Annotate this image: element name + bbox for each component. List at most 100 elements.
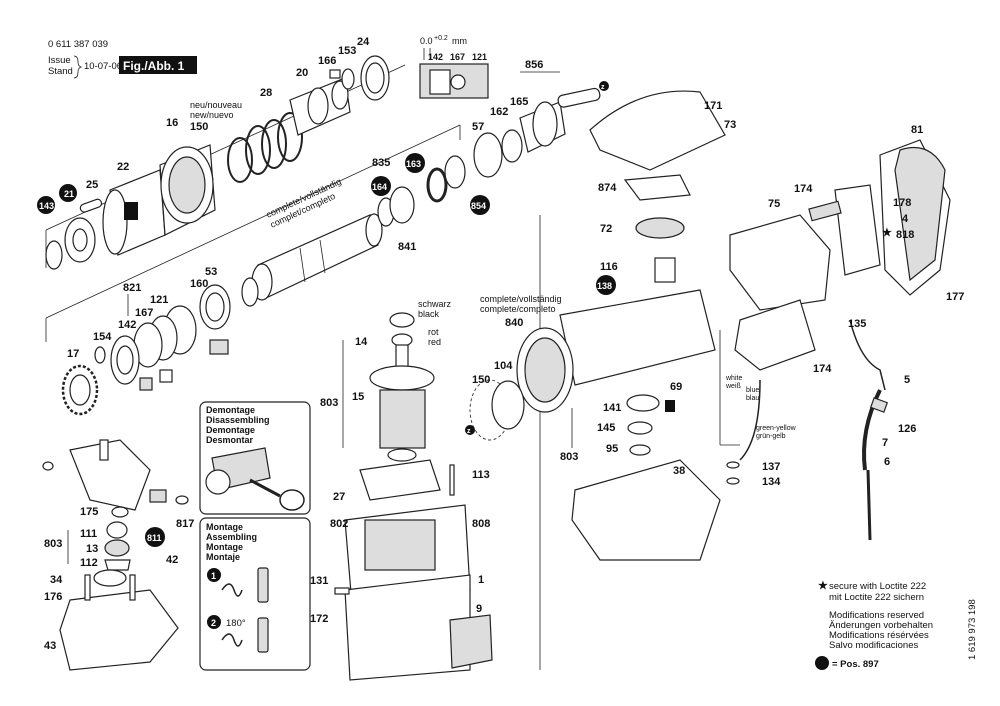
callout-134: 134 [762,476,781,488]
callout-160: 160 [190,278,208,290]
fig-label-box [119,56,197,74]
tolerance-value: 0.0 [420,36,433,46]
callout-172: 172 [310,613,328,625]
z-marker-top: z [601,84,605,91]
label-weiss: weiß [725,383,741,390]
callout-22: 22 [117,161,129,173]
gearbox-parts-left [42,439,189,671]
callout-854: 854 [471,201,486,211]
callouts-bottom-left: 175 111 13 112 803 811 817 42 34 176 43 [44,506,194,652]
callout-143: 143 [39,201,54,211]
tol-part-121: 121 [472,52,487,62]
callout-856: 856 [525,59,543,71]
handle-assembly [719,139,951,541]
callout-81: 81 [911,124,923,136]
tolerance-inset: 0.0 +0.2 mm 142 167 121 [419,35,489,99]
callout-9: 9 [476,603,482,615]
loctite-note-2: mit Loctite 222 sichern [829,592,924,603]
demontage-title-3: Demontage [206,425,255,435]
callout-177: 177 [946,291,964,303]
label-green-yellow: green-yellow [756,425,797,432]
callout-818: 818 [896,229,914,241]
tol-part-142: 142 [428,52,443,62]
callout-4: 4 [902,213,909,225]
callout-113: 113 [472,469,490,481]
demontage-title-2: Disassembling [206,415,270,425]
montage-step-2: 2 [211,618,216,628]
loctite-note-1: secure with Loctite 222 [829,581,926,592]
callout-69: 69 [670,381,682,393]
callout-14: 14 [355,336,368,348]
label-complete-mid-2: complete/completo [480,304,556,314]
callout-808: 808 [472,518,490,530]
callout-171: 171 [704,100,722,112]
callout-6: 6 [884,456,890,468]
callout-138: 138 [597,281,612,291]
callout-167: 167 [135,307,153,319]
callout-874: 874 [598,182,617,194]
callout-95: 95 [606,443,618,455]
callout-116: 116 [600,261,618,273]
gear-housing [469,90,726,561]
callout-135: 135 [848,318,866,330]
callout-174-mid: 174 [813,363,832,375]
demontage-title-1: Demontage [206,405,255,415]
callout-164: 164 [372,182,387,192]
doc-number: 1 619 973 198 [967,599,978,660]
callout-150-mid: 150 [472,374,490,386]
tolerance-sup: +0.2 [434,35,448,42]
callout-174-top: 174 [794,183,813,195]
part-number: 0 611 387 039 [48,39,108,50]
callout-111: 111 [80,528,97,540]
callout-73: 73 [724,119,736,131]
callout-150: 150 [190,121,208,133]
callouts-gear-housing: 171 73 874 72 116 138 complete/vollständ… [465,100,736,477]
label-neu: neu/nouveau [190,100,242,110]
callout-803-left: 803 [44,538,62,550]
callout-131: 131 [310,575,328,587]
callouts-motor: schwarz black rot red 14 803 15 27 113 8… [310,299,490,625]
montage-title-4: Montaje [206,552,240,562]
callout-7: 7 [882,437,888,449]
callout-104: 104 [494,360,513,372]
label-white: white [725,375,742,382]
callout-42: 42 [166,554,178,566]
callout-43: 43 [44,640,56,652]
callout-126: 126 [898,423,916,435]
callout-841: 841 [398,241,416,253]
callout-163: 163 [406,159,421,169]
callout-121: 121 [150,294,168,306]
callout-17: 17 [67,348,79,360]
label-schwarz: schwarz [418,299,452,309]
montage-title-2: Assembling [206,532,257,542]
callout-153: 153 [338,45,356,57]
callout-15: 15 [352,391,364,403]
label-new: new/nuevo [190,110,234,120]
callout-166: 166 [318,55,336,67]
callout-840: 840 [505,317,523,329]
callout-34: 34 [50,574,63,586]
callout-835: 835 [372,157,390,169]
callout-803-mid: 803 [560,451,578,463]
z-marker-mid: z [467,428,471,435]
callout-21: 21 [64,189,74,199]
montage-angle: 180° [226,618,246,629]
callout-24: 24 [357,36,370,48]
notes-block: ★ secure with Loctite 222 mit Loctite 22… [815,580,978,670]
issue-label: Issue [48,55,71,66]
callout-38: 38 [673,465,685,477]
callout-16: 16 [166,117,178,129]
tool-holder-assembly [45,55,406,270]
callout-176: 176 [44,591,62,603]
issue-date: 10-07-06 [84,61,122,72]
callout-811: 811 [147,533,162,543]
label-blue: blue [746,387,759,394]
montage-title-1: Montage [206,522,243,532]
label-rot: rot [428,327,439,337]
demontage-box: Demontage Disassembling Demontage Desmon… [199,401,311,515]
sleeve-assembly [45,87,601,670]
callout-1: 1 [478,574,484,586]
callout-75: 75 [768,198,780,210]
callout-20: 20 [296,67,308,79]
